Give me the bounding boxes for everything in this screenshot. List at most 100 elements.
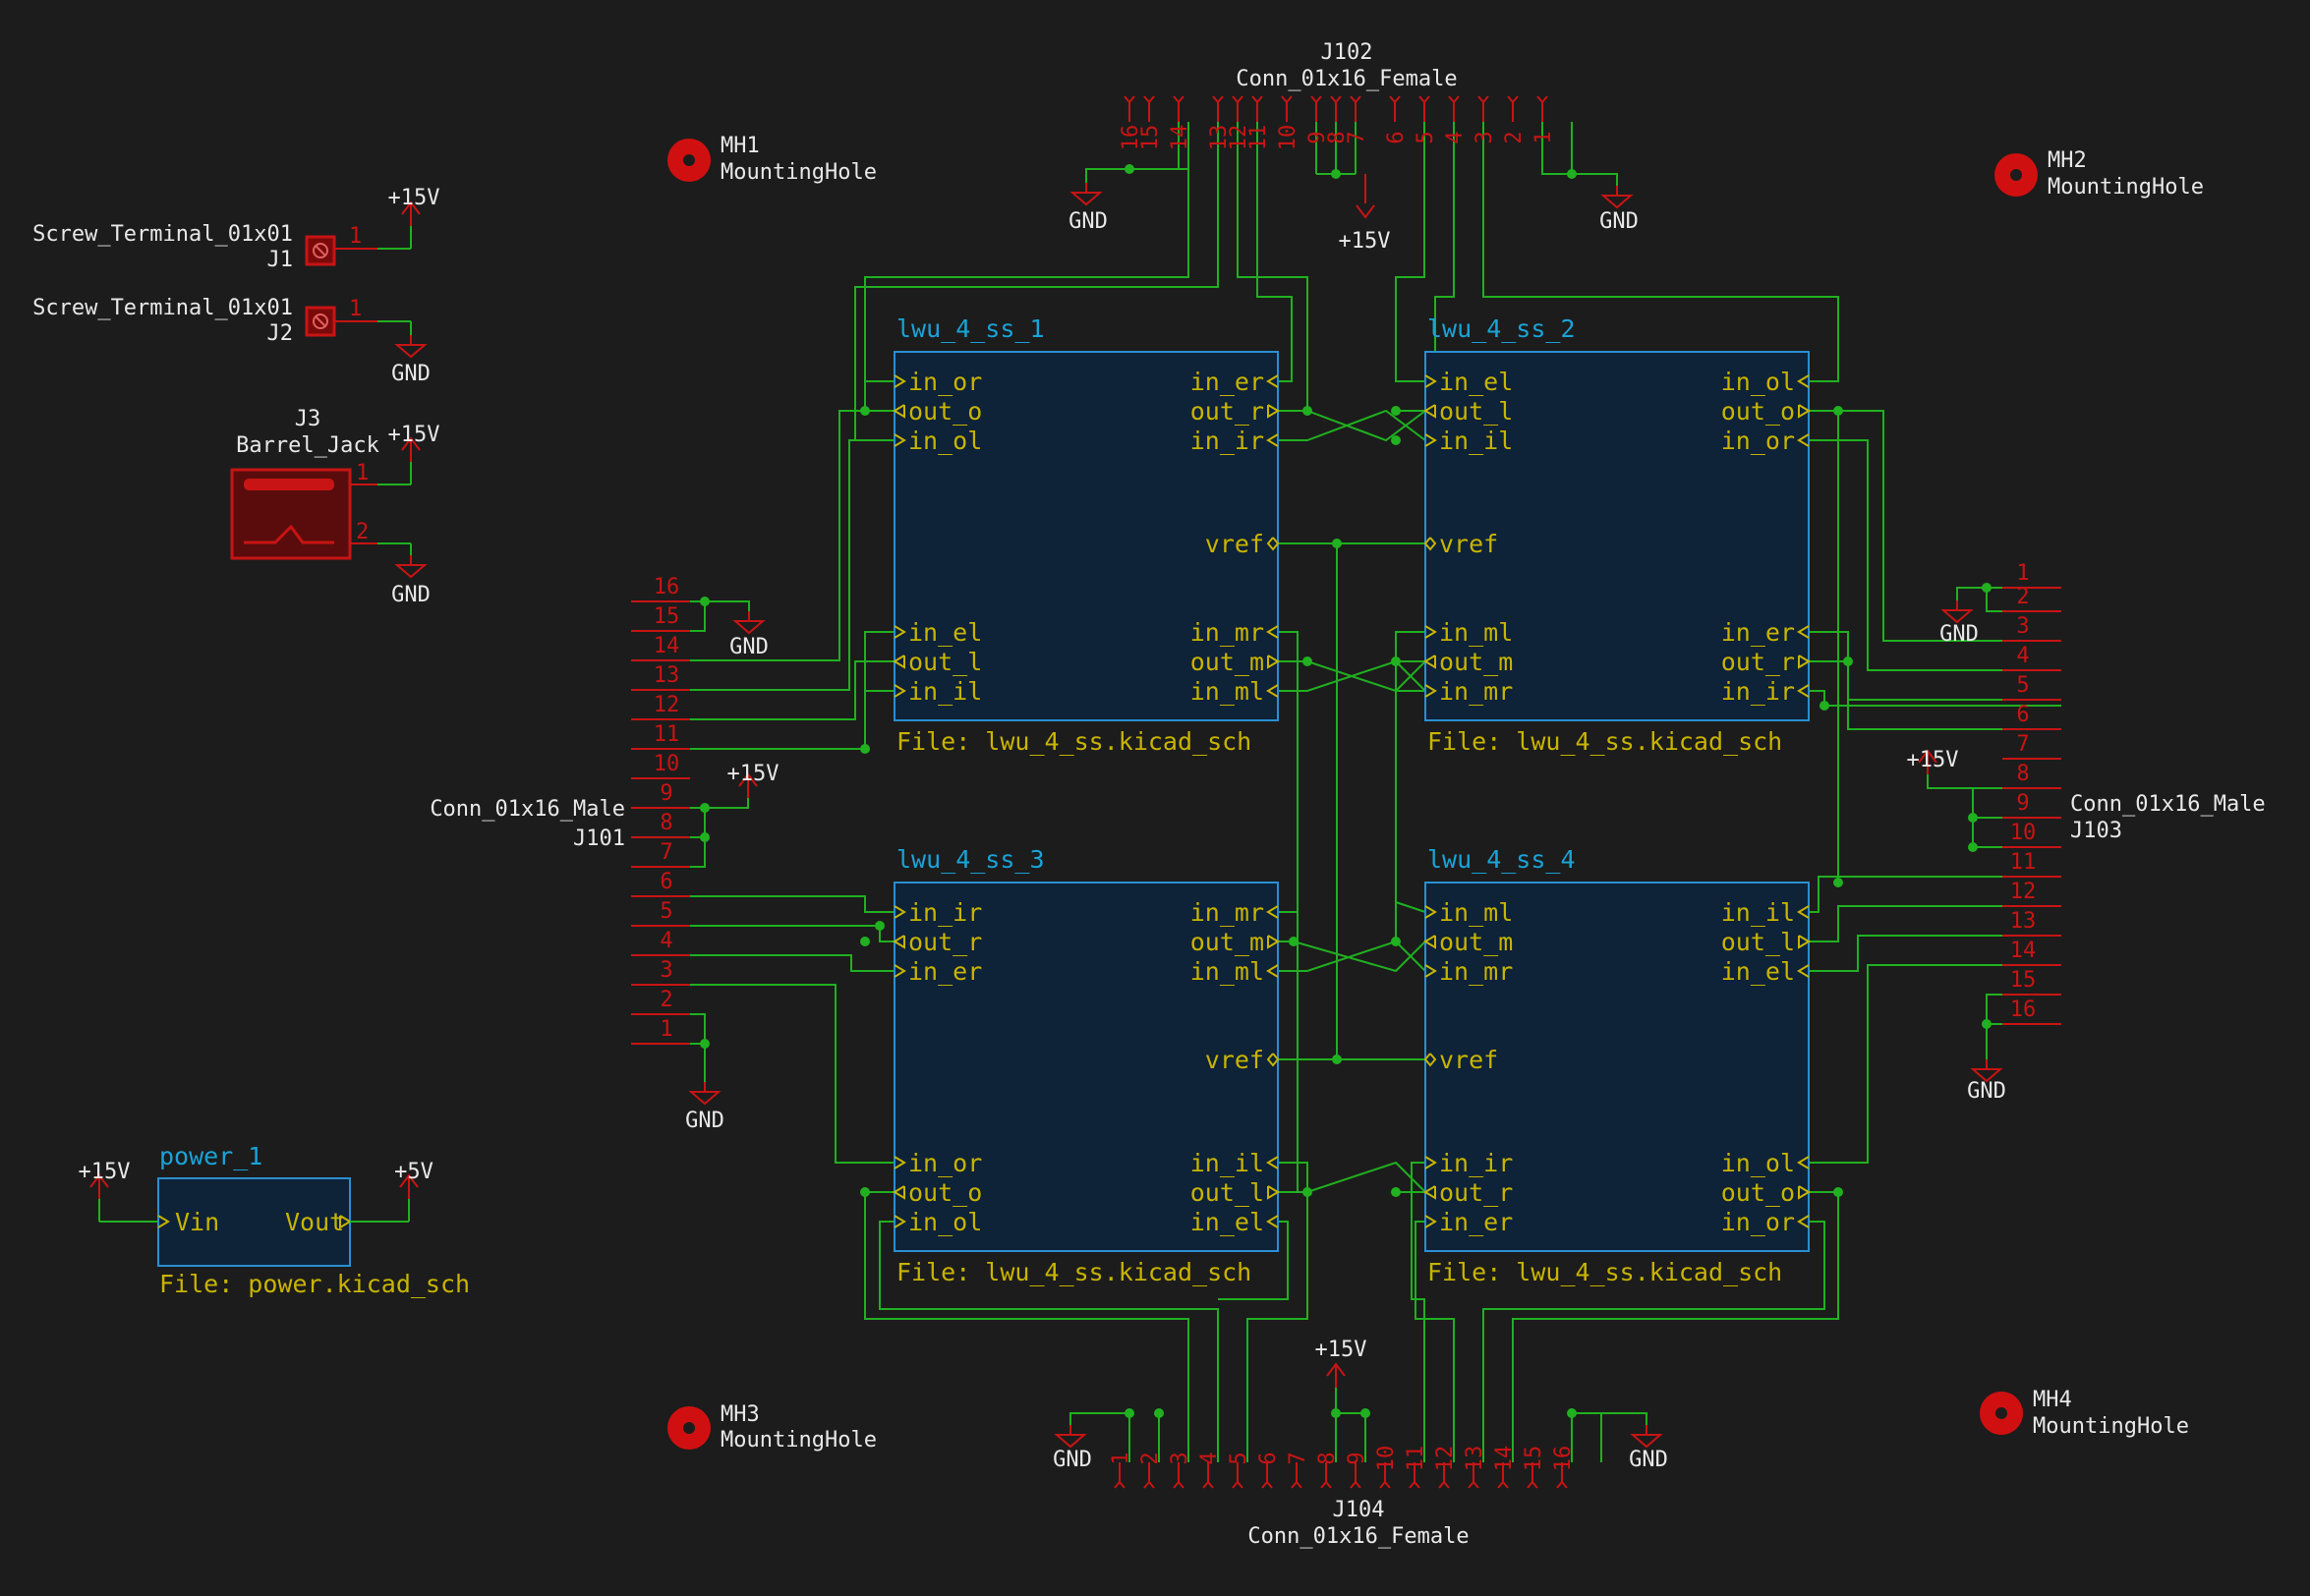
wire: [1809, 876, 2061, 913]
j103-ref: J103: [2070, 819, 2122, 843]
mounting-hole-mh2[interactable]: MH2 MountingHole: [1994, 148, 2204, 200]
junction-dots: [700, 164, 1992, 1418]
pin-number: 2: [1138, 1452, 1163, 1464]
port-in_ml: in_ml: [1439, 618, 1513, 647]
wire: [1482, 122, 1839, 382]
mounting-hole-mh3[interactable]: MH3 MountingHole: [667, 1402, 877, 1453]
wire: [1069, 1412, 1130, 1425]
port-in_ol: in_ol: [908, 427, 982, 455]
pin-number: 2: [2016, 585, 2029, 609]
mh3-value: MountingHole: [721, 1428, 877, 1453]
pin-number: 15: [654, 604, 680, 629]
pin-number: 1: [1109, 1452, 1133, 1464]
mounting-hole-mh4[interactable]: MH4 MountingHole: [1980, 1388, 2189, 1439]
port-marker: [1797, 905, 1810, 919]
pin-number: 4: [1443, 131, 1468, 143]
pin-number: 14: [654, 634, 680, 658]
j2-ref: J2: [267, 321, 294, 346]
ground-icon: [1972, 1058, 2001, 1082]
port-marker: [1266, 1215, 1279, 1228]
port-in_ir: in_ir: [1190, 427, 1264, 455]
port-marker: [893, 1185, 905, 1200]
sheet-file: File: lwu_4_ss.kicad_sch: [896, 1258, 1251, 1286]
port-marker: [894, 964, 906, 978]
ground-icon: [690, 1081, 720, 1105]
port-in_il: in_il: [1190, 1149, 1264, 1177]
barrel-jack-j3[interactable]: J3 Barrel_Jack 1 2 +15V GND: [230, 407, 439, 607]
socket-icon: [1143, 95, 1155, 104]
wire: [631, 984, 895, 1164]
socket-icon: [1320, 1480, 1332, 1489]
power-sheet[interactable]: power_1 Vin Vout File: power.kicad_sch +…: [79, 1142, 471, 1298]
port-marker: [1267, 655, 1280, 669]
wire: [1278, 940, 1426, 972]
junction-dot: [1833, 406, 1843, 416]
port-out_o: out_o: [908, 1178, 982, 1207]
port-marker: [1797, 433, 1810, 447]
junction-dot: [860, 937, 870, 946]
power-sheet-file: File: power.kicad_sch: [159, 1270, 470, 1298]
socket-icon: [1350, 1480, 1361, 1489]
mounting-hole-mh1[interactable]: MH1 MountingHole: [667, 134, 877, 185]
junction-dot: [1302, 1187, 1312, 1197]
port-marker: [1266, 537, 1280, 551]
power-label-gnd: GND: [1939, 622, 1979, 647]
wire: [1411, 1162, 1425, 1462]
port-out_r: out_r: [1190, 397, 1264, 426]
screw-terminal-j2[interactable]: Screw_Terminal_01x01 J2 1 GND: [32, 296, 431, 386]
port-in_or: in_or: [1721, 427, 1795, 455]
port-in_ol: in_ol: [1721, 368, 1795, 396]
junction-dot: [1391, 937, 1401, 946]
junction-dot: [1567, 169, 1577, 179]
pin-number: 7: [660, 840, 672, 865]
port-marker: [1424, 433, 1437, 447]
pin-number: 13: [2010, 909, 2037, 934]
wire: [631, 895, 895, 913]
mh1-ref: MH1: [721, 134, 760, 158]
pin-number: 5: [1414, 131, 1438, 143]
power-sheet-name: power_1: [159, 1142, 262, 1170]
wire: [1482, 1221, 1825, 1462]
wire: [631, 954, 895, 972]
port-out_m: out_m: [1439, 928, 1513, 956]
port-marker: [1798, 404, 1811, 419]
port-vin: Vin: [175, 1208, 219, 1236]
j1-value: Screw_Terminal_01x01: [32, 222, 293, 247]
port-marker: [1798, 655, 1811, 669]
power-label-5v: +5V: [394, 1160, 433, 1184]
wire: [1927, 774, 1973, 789]
port-in_ir: in_ir: [908, 898, 982, 927]
port-vout: Vout: [285, 1208, 344, 1236]
socket-icon: [1497, 1480, 1509, 1489]
mh3-ref: MH3: [721, 1402, 760, 1427]
screw-terminal-j1[interactable]: Screw_Terminal_01x01 J1 1 +15V: [32, 186, 439, 272]
j102-value: Conn_01x16_Female: [1236, 67, 1457, 91]
power-label-gnd: GND: [685, 1109, 724, 1133]
socket-icon: [1527, 1480, 1538, 1489]
pin-number: 8: [1315, 1452, 1340, 1464]
pin-number: 7: [2016, 732, 2029, 757]
socket-icon: [1330, 95, 1342, 104]
port-in_or: in_or: [1721, 1208, 1795, 1236]
pin-number: 3: [660, 958, 672, 983]
port-in_il: in_il: [908, 677, 982, 706]
pin-number: 14: [1168, 125, 1192, 151]
wire: [1572, 1412, 1647, 1425]
wire: [1278, 659, 1426, 692]
power-label-gnd: GND: [1599, 209, 1639, 234]
power-label-gnd: GND: [1967, 1079, 2006, 1104]
power-label-gnd: GND: [391, 583, 431, 607]
wire: [1246, 1162, 1308, 1462]
port-out_r: out_r: [1439, 1178, 1513, 1207]
junction-dot: [1982, 1019, 1992, 1029]
